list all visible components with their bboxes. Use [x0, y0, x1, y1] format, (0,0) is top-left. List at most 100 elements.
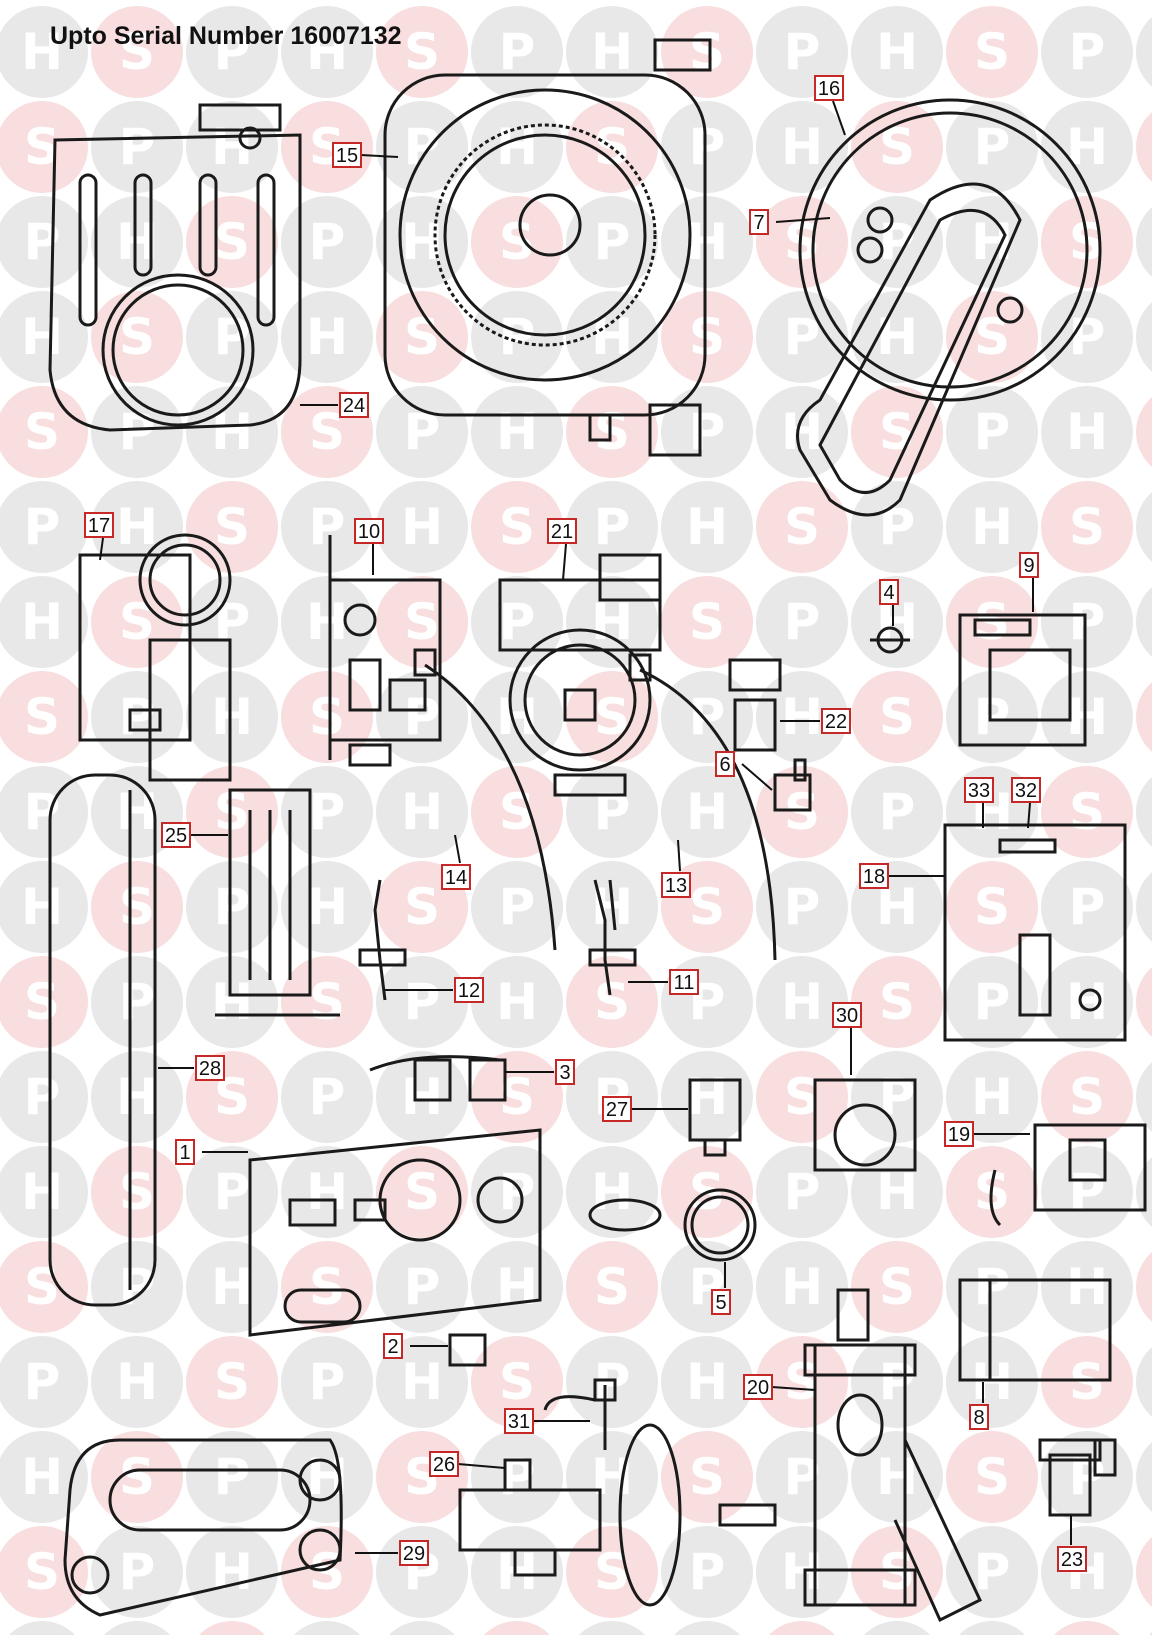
- callout-3[interactable]: 3: [555, 1059, 575, 1085]
- leader-line-20: [771, 1386, 816, 1391]
- callout-9[interactable]: 9: [1019, 552, 1039, 578]
- watermark-letter: H: [496, 403, 538, 461]
- callout-box-8: [969, 1404, 989, 1430]
- watermark-letter: S: [404, 308, 440, 366]
- watermark-circle: [186, 1526, 278, 1618]
- watermark-letter: H: [211, 1543, 253, 1601]
- watermark-letter: H: [21, 593, 63, 651]
- callout-24[interactable]: 24: [339, 392, 369, 418]
- watermark-circle: [91, 1146, 183, 1238]
- callout-box-6: [715, 751, 735, 777]
- watermark-circle: [756, 956, 848, 1048]
- watermark-circle: [281, 861, 373, 953]
- watermark-circle: [566, 766, 658, 858]
- callout-box-3: [555, 1059, 575, 1085]
- watermark-circle: [471, 1431, 563, 1523]
- callout-21[interactable]: 21: [547, 518, 577, 544]
- watermark-circle: [186, 291, 278, 383]
- callout-box-24: [339, 392, 369, 418]
- callout-31[interactable]: 31: [504, 1408, 534, 1434]
- callout-10[interactable]: 10: [354, 518, 384, 544]
- watermark-letter: P: [309, 1068, 346, 1126]
- callout-29[interactable]: 29: [399, 1540, 429, 1566]
- callout-box-17: [84, 512, 114, 538]
- watermark-circle: [756, 861, 848, 953]
- callout-14[interactable]: 14: [441, 864, 471, 890]
- callout-23[interactable]: 23: [1057, 1546, 1087, 1572]
- callout-12[interactable]: 12: [454, 977, 484, 1003]
- callout-18[interactable]: 18: [859, 863, 889, 889]
- callout-32[interactable]: 32: [1011, 777, 1041, 803]
- part-31-filling-loop: [543, 1378, 617, 1450]
- callout-box-30: [832, 1002, 862, 1028]
- callout-22[interactable]: 22: [821, 708, 851, 734]
- callout-11[interactable]: 11: [669, 969, 699, 995]
- callout-28[interactable]: 28: [195, 1055, 225, 1081]
- watermark-letter: H: [1066, 118, 1108, 176]
- callout-8[interactable]: 8: [969, 1404, 989, 1430]
- watermark-circle: [186, 861, 278, 953]
- watermark-circle: [0, 1241, 88, 1333]
- watermark-circle: [471, 861, 563, 953]
- watermark-letter: H: [686, 783, 728, 841]
- watermark-letter: P: [214, 1163, 251, 1221]
- callout-box-32: [1011, 777, 1041, 803]
- watermark-circle: [1041, 766, 1133, 858]
- callout-15[interactable]: 15: [332, 142, 362, 168]
- watermark-circle: [1136, 397, 1152, 467]
- part-11-electrode: [588, 879, 637, 996]
- watermark-letter: P: [119, 973, 156, 1031]
- watermark-circle: [566, 386, 658, 478]
- callout-30[interactable]: 30: [832, 1002, 862, 1028]
- watermark-letter: P: [974, 1543, 1011, 1601]
- watermark-letter: P: [1069, 23, 1106, 81]
- callout-20[interactable]: 20: [743, 1374, 773, 1400]
- callout-5[interactable]: 5: [711, 1289, 731, 1315]
- part-6-sensor: [773, 758, 812, 812]
- watermark-letter: S: [119, 1163, 155, 1221]
- watermark-letter: S: [879, 688, 915, 746]
- watermark-circle: [574, 1621, 650, 1640]
- watermark-letter: H: [591, 308, 633, 366]
- watermark-circle: [851, 766, 943, 858]
- callout-4[interactable]: 4: [879, 579, 899, 605]
- watermark-letter: P: [499, 878, 536, 936]
- watermark-circle: [0, 1146, 88, 1238]
- part-8-transformer: [958, 1278, 1112, 1382]
- watermark-letter: S: [24, 403, 60, 461]
- callout-7[interactable]: 7: [749, 209, 769, 235]
- watermark-circle: [661, 671, 753, 763]
- watermark-circle: [1136, 1062, 1152, 1132]
- watermark-circle: [661, 1526, 753, 1618]
- callout-box-18: [859, 863, 889, 889]
- callout-13[interactable]: 13: [661, 872, 691, 898]
- callout-1[interactable]: 1: [175, 1139, 195, 1165]
- watermark-circle: [0, 671, 88, 763]
- callout-19[interactable]: 19: [944, 1121, 974, 1147]
- watermark-letter: P: [974, 688, 1011, 746]
- watermark-circle: [756, 101, 848, 193]
- part-5-pressure-gauge: [588, 1188, 757, 1262]
- watermark-letter: S: [689, 23, 725, 81]
- watermark-circle: [661, 6, 753, 98]
- watermark-letter: S: [24, 1543, 60, 1601]
- callout-27[interactable]: 27: [602, 1096, 632, 1122]
- watermark-letter: P: [404, 118, 441, 176]
- callout-16[interactable]: 16: [814, 75, 844, 101]
- watermark-letter: H: [1066, 1258, 1108, 1316]
- watermark-letter: P: [1069, 593, 1106, 651]
- callout-33[interactable]: 33: [964, 777, 994, 803]
- watermark-circle: [281, 6, 373, 98]
- watermark-circle: [91, 6, 183, 98]
- callout-26[interactable]: 26: [429, 1451, 459, 1477]
- callout-6[interactable]: 6: [715, 751, 735, 777]
- callout-17[interactable]: 17: [84, 512, 114, 538]
- watermark-circle: [281, 1526, 373, 1618]
- part-1-control-panel: [248, 1128, 542, 1337]
- watermark-letter: H: [781, 118, 823, 176]
- callout-2[interactable]: 2: [383, 1333, 403, 1359]
- watermark-letter: S: [974, 308, 1010, 366]
- watermark-circle: [186, 671, 278, 763]
- callout-box-16: [814, 75, 844, 101]
- callout-25[interactable]: 25: [161, 822, 191, 848]
